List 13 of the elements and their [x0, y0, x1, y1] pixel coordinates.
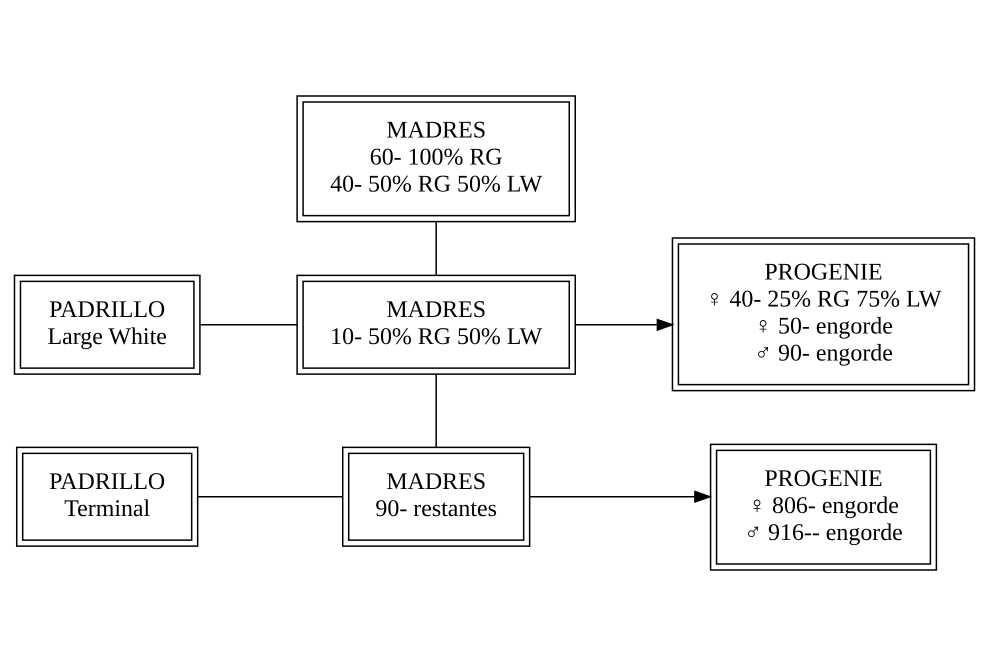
connector — [435, 374, 437, 448]
connector — [198, 496, 342, 498]
node-box: MADRES 10- 50% RG 50% LW — [296, 274, 576, 375]
node-box: MADRES 90- restantes — [342, 446, 530, 547]
node-box: PADRILLO Terminal — [16, 446, 198, 547]
arrow — [575, 318, 675, 332]
connector — [200, 324, 297, 326]
arrow — [530, 490, 712, 504]
node-box: PROGENIE ♀ 806- engorde ♂ 916-- engorde — [710, 444, 938, 571]
node-box: PROGENIE ♀ 40- 25% RG 75% LW ♀ 50- engorde ♂ 90- engorde — [672, 237, 976, 392]
node-box: MADRES 60- 100% RG 40- 50% RG 50% LW — [296, 95, 576, 222]
node-box: PADRILLO Large White — [14, 274, 201, 375]
connector — [435, 222, 437, 276]
